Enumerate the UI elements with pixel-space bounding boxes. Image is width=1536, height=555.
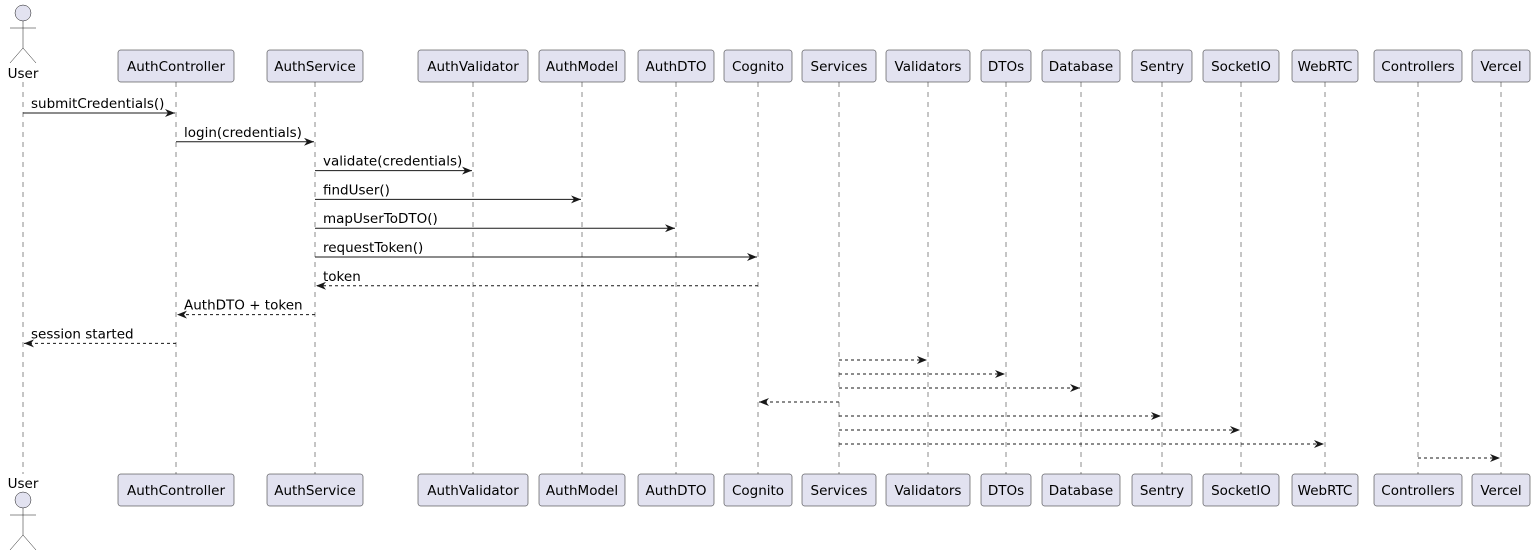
participant-label-validators: Validators (895, 483, 962, 499)
participant-label-sentry: Sentry (1140, 483, 1184, 499)
participant-label-vercel: Vercel (1480, 59, 1521, 75)
participant-label-controllers: Controllers (1381, 59, 1454, 75)
participant-database-top: Database (1041, 49, 1121, 83)
participant-socketio-top: SocketIO (1202, 49, 1280, 83)
participant-label-user: User (8, 66, 39, 82)
participant-sentry-top: Sentry (1131, 49, 1193, 83)
message-authservice-to-authcontroller: AuthDTO + token (177, 298, 315, 319)
message-authservice-to-cognito: requestToken() (315, 240, 757, 261)
message-authservice-to-authdto: mapUserToDTO() (315, 211, 675, 233)
participant-label-dtos: DTOs (988, 483, 1024, 499)
participant-vercel-bottom: Vercel (1471, 473, 1531, 507)
participant-label-authmodel: AuthModel (546, 59, 618, 75)
participant-sentry-bottom: Sentry (1131, 473, 1193, 507)
participant-cognito-top: Cognito (723, 49, 793, 83)
participant-authcontroller-top: AuthController (117, 49, 235, 83)
participant-label-user: User (8, 476, 39, 492)
participant-label-authmodel: AuthModel (546, 483, 618, 499)
participant-label-webrtc: WebRTC (1298, 59, 1353, 75)
message-authservice-to-authvalidator: validate(credentials) (315, 154, 472, 175)
message-label: AuthDTO + token (184, 298, 303, 314)
participant-authservice-bottom: AuthService (266, 473, 364, 507)
participant-authdto-top: AuthDTO (637, 49, 715, 83)
participant-authvalidator-bottom: AuthValidator (417, 473, 529, 507)
participant-label-authvalidator: AuthValidator (427, 483, 519, 499)
participant-label-authdto: AuthDTO (646, 59, 707, 75)
participant-authmodel-bottom: AuthModel (538, 473, 626, 507)
participant-webrtc-top: WebRTC (1291, 49, 1359, 83)
participant-label-webrtc: WebRTC (1298, 483, 1353, 499)
participant-label-authdto: AuthDTO (646, 483, 707, 499)
participant-authvalidator-top: AuthValidator (417, 49, 529, 83)
participant-label-services: Services (811, 483, 868, 499)
participant-label-socketio: SocketIO (1211, 483, 1271, 499)
participant-label-authvalidator: AuthValidator (427, 59, 519, 75)
participant-vercel-top: Vercel (1471, 49, 1531, 83)
message-label: findUser() (323, 182, 390, 198)
participant-label-validators: Validators (895, 59, 962, 75)
participant-label-socketio: SocketIO (1211, 59, 1271, 75)
participant-label-cognito: Cognito (732, 483, 784, 499)
participant-label-database: Database (1049, 59, 1113, 75)
participant-socketio-bottom: SocketIO (1202, 473, 1280, 507)
participant-authservice-top: AuthService (266, 49, 364, 83)
participant-label-vercel: Vercel (1480, 483, 1521, 499)
message-label: login(credentials) (184, 125, 302, 141)
participant-services-top: Services (801, 49, 877, 83)
participant-label-cognito: Cognito (732, 59, 784, 75)
participant-validators-bottom: Validators (885, 473, 971, 507)
participant-services-bottom: Services (801, 473, 877, 507)
participant-label-services: Services (811, 59, 868, 75)
message-label: validate(credentials) (323, 154, 462, 170)
participant-label-database: Database (1049, 483, 1113, 499)
message-authcontroller-to-authservice: login(credentials) (176, 125, 314, 146)
participant-authcontroller-bottom: AuthController (117, 473, 235, 507)
participant-authmodel-top: AuthModel (538, 49, 626, 83)
participant-label-authservice: AuthService (274, 59, 356, 75)
participant-dtos-top: DTOs (980, 49, 1032, 83)
message-label: token (323, 269, 361, 285)
participant-database-bottom: Database (1041, 473, 1121, 507)
actor-user-top: User (8, 4, 39, 82)
message-authcontroller-to-user: session started (24, 326, 176, 348)
message-cognito-to-authservice: token (316, 269, 758, 290)
participant-controllers-top: Controllers (1373, 49, 1463, 83)
participant-authdto-bottom: AuthDTO (637, 473, 715, 507)
message-label: session started (31, 326, 134, 342)
participant-dtos-bottom: DTOs (980, 473, 1032, 507)
participant-label-controllers: Controllers (1381, 483, 1454, 499)
participant-label-sentry: Sentry (1140, 59, 1184, 75)
message-authservice-to-authmodel: findUser() (315, 182, 581, 204)
actor-user-bottom: User (8, 476, 39, 551)
participant-cognito-bottom: Cognito (723, 473, 793, 507)
participant-label-authcontroller: AuthController (127, 483, 225, 499)
participant-webrtc-bottom: WebRTC (1291, 473, 1359, 507)
participant-label-authcontroller: AuthController (127, 59, 225, 75)
participant-label-dtos: DTOs (988, 59, 1024, 75)
message-label: mapUserToDTO() (323, 211, 438, 227)
participant-label-authservice: AuthService (274, 483, 356, 499)
participant-controllers-bottom: Controllers (1373, 473, 1463, 507)
message-label: requestToken() (323, 240, 423, 256)
message-user-to-authcontroller: submitCredentials() (23, 96, 175, 117)
message-label: submitCredentials() (31, 96, 164, 112)
participant-validators-top: Validators (885, 49, 971, 83)
